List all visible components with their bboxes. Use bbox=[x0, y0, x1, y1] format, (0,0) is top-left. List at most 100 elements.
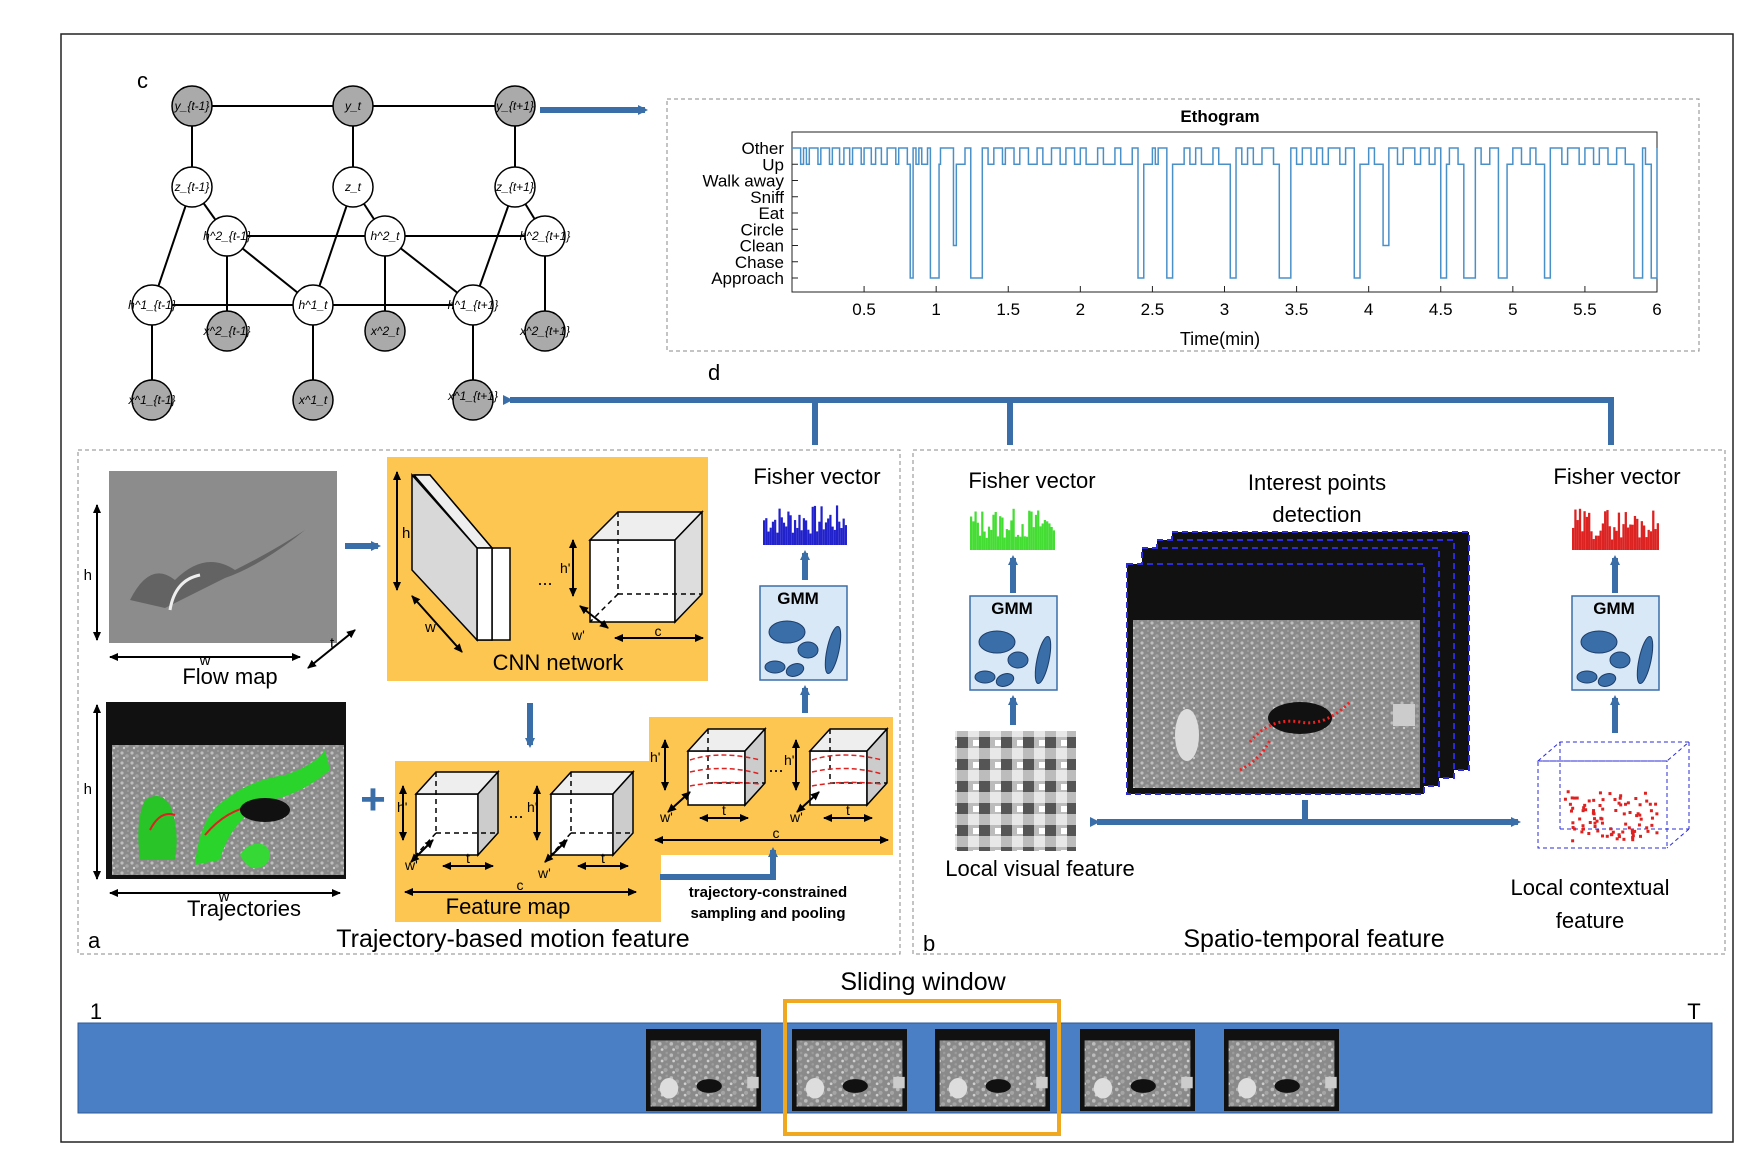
feat-w2-label-2: w' bbox=[537, 865, 551, 881]
panel-a-frame bbox=[77, 449, 901, 955]
ethogram-xtick-label: 5.5 bbox=[1573, 300, 1597, 319]
context-point bbox=[1593, 824, 1597, 828]
context-point bbox=[1622, 837, 1626, 841]
panel-a-title: Trajectory-based motion feature bbox=[336, 925, 689, 953]
fisher-bar bbox=[992, 514, 995, 550]
fisher-bar bbox=[1645, 537, 1648, 550]
context-point bbox=[1618, 796, 1622, 800]
samp-w2-label-2: w' bbox=[789, 809, 803, 825]
timeline-end: T bbox=[1687, 999, 1700, 1024]
plus-sign: + bbox=[360, 775, 386, 824]
context-point bbox=[1624, 822, 1628, 826]
context-point bbox=[1587, 832, 1591, 836]
node-x1-curr-label: x^1_t bbox=[298, 393, 328, 407]
context-point bbox=[1583, 803, 1587, 807]
cnn-label: CNN network bbox=[493, 650, 625, 675]
fisher-bar bbox=[1626, 527, 1630, 550]
fisher-bar bbox=[1608, 526, 1611, 550]
fisher-bar bbox=[999, 516, 1002, 550]
context-point bbox=[1650, 816, 1654, 820]
sampling-text-2: sampling and pooling bbox=[691, 905, 846, 922]
fisher-bar bbox=[1008, 530, 1011, 550]
ethogram-ytick-label: Walk away bbox=[702, 172, 784, 191]
fisher-bar bbox=[765, 518, 768, 545]
fisher-bar bbox=[831, 526, 834, 545]
context-point bbox=[1633, 829, 1637, 833]
fisher-bar bbox=[1642, 525, 1646, 550]
context-point bbox=[1645, 799, 1649, 803]
interest-label-2: detection bbox=[1272, 502, 1361, 527]
fisher-bar bbox=[1576, 520, 1579, 550]
fisher-bar bbox=[1028, 510, 1031, 550]
fisher-bar bbox=[774, 519, 777, 545]
context-point bbox=[1601, 834, 1605, 838]
fisher-bar bbox=[844, 525, 847, 545]
fisher-bar bbox=[827, 518, 830, 545]
timeline-frames bbox=[646, 1029, 1339, 1112]
fisher-bar bbox=[1622, 524, 1625, 550]
feat-t-label-1: t bbox=[466, 850, 470, 866]
fisher-bar bbox=[970, 516, 973, 550]
context-point bbox=[1608, 792, 1612, 796]
samp-w2-arrow-2 bbox=[796, 791, 820, 813]
fisher-bar bbox=[1578, 508, 1582, 550]
ethogram-xtick-label: 3.5 bbox=[1285, 300, 1309, 319]
context-point bbox=[1619, 794, 1623, 798]
fisher-bar bbox=[835, 505, 839, 545]
context-point bbox=[1598, 803, 1602, 807]
node-y-curr-label: y_t bbox=[344, 99, 362, 113]
fisher-bar bbox=[1592, 539, 1595, 550]
ethogram-xtick-label: 3 bbox=[1220, 300, 1229, 319]
fisher-bar bbox=[1572, 527, 1575, 550]
context-point bbox=[1621, 830, 1625, 834]
fisher-bar bbox=[983, 531, 986, 550]
fisher-bar bbox=[1012, 508, 1015, 550]
ethogram-ytick-label: Clean bbox=[740, 237, 784, 256]
fisher-bar bbox=[840, 528, 843, 545]
context-point bbox=[1643, 791, 1647, 795]
cnn-w-arrow bbox=[411, 595, 463, 653]
fisher-bar bbox=[796, 527, 799, 545]
fisher-bar bbox=[1629, 524, 1632, 550]
node-h1-next-label: h^1_{t+1} bbox=[448, 298, 499, 312]
context-point bbox=[1627, 826, 1631, 830]
fisher-bar bbox=[1606, 510, 1609, 550]
fisher-bar bbox=[1620, 537, 1623, 550]
fisher-bar bbox=[767, 531, 770, 545]
fisher-bar bbox=[776, 532, 779, 545]
samp-w2-label-1: w' bbox=[659, 809, 673, 825]
fisher-bar bbox=[978, 535, 982, 550]
ethogram-xtick-label: 1.5 bbox=[996, 300, 1020, 319]
context-point bbox=[1578, 817, 1582, 821]
ethogram-xtick-label: 2.5 bbox=[1141, 300, 1165, 319]
timeline-start: 1 bbox=[90, 999, 102, 1024]
context-point bbox=[1591, 811, 1595, 815]
ethogram-xlabel: Time(min) bbox=[1180, 329, 1260, 349]
local-contextual-label-1: Local contextual bbox=[1511, 875, 1670, 900]
ethogram-ytick-label: Eat bbox=[758, 204, 784, 223]
samp-t-label-1: t bbox=[722, 802, 726, 818]
fisher-bar bbox=[1050, 526, 1053, 550]
context-point bbox=[1563, 797, 1567, 801]
fisher-bar bbox=[807, 529, 810, 545]
flow-t-label: t bbox=[330, 635, 335, 652]
panel-b-frame bbox=[912, 449, 1726, 955]
ethogram-series-line bbox=[792, 147, 1658, 279]
fisher-bar bbox=[771, 521, 775, 545]
sampling-text-1: trajectory-constrained bbox=[689, 884, 847, 901]
node-y-prev-label: y_{t-1} bbox=[174, 99, 210, 113]
fisher-bar bbox=[1636, 518, 1639, 550]
node-x2-next-label: x^2_{t+1} bbox=[519, 324, 570, 338]
feat-t-label-2: t bbox=[601, 850, 605, 866]
fisher-bar bbox=[1615, 530, 1618, 550]
fisher-bar bbox=[820, 506, 823, 545]
fisher-bar bbox=[1617, 512, 1621, 550]
fisher-bar bbox=[829, 514, 832, 545]
fisher-bar bbox=[1631, 524, 1634, 550]
flow-map-stack bbox=[107, 469, 339, 645]
context-point bbox=[1637, 823, 1641, 827]
context-point bbox=[1587, 799, 1591, 803]
fisher-bar bbox=[1647, 529, 1650, 550]
node-x1-next-label: x^1_{t+1} bbox=[447, 389, 498, 403]
fisher-bar bbox=[1016, 534, 1020, 550]
